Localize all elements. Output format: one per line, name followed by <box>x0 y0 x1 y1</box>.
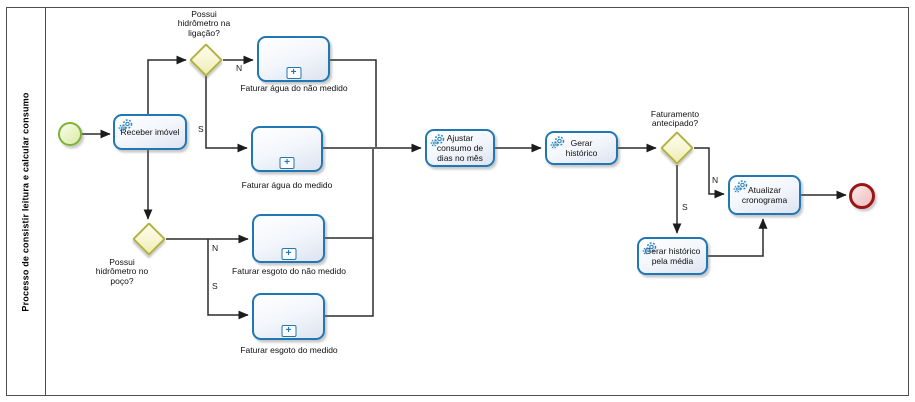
task-ajustar-consumo[interactable]: Ajustar consumo de dias no mês <box>425 129 495 167</box>
task-label: Receber imóvel <box>120 126 180 137</box>
gateway-label: Faturamento antecipado? <box>650 109 700 129</box>
service-gear-icon <box>642 242 657 255</box>
lane-title: Processo de consistir leitura e calcular… <box>21 91 31 312</box>
subprocess-label: Faturar água do medido <box>241 180 333 190</box>
edge-label-poco-n: N <box>212 243 219 253</box>
task-receber-imovel[interactable]: Receber imóvel <box>113 114 187 150</box>
service-gear-icon <box>550 136 565 149</box>
start-event[interactable] <box>58 122 82 146</box>
subprocess-faturar-esgoto-medido[interactable]: + <box>252 293 325 340</box>
gateway-label: Possui hidrômetro no poço? <box>95 257 149 286</box>
task-label: Ajustar consumo de dias no mês <box>436 132 484 164</box>
task-label: Gerar histórico <box>565 137 598 158</box>
subprocess-plus-icon[interactable]: + <box>279 157 295 169</box>
service-gear-icon <box>733 180 748 193</box>
task-label: Gerar histórico pela média <box>644 245 701 266</box>
subprocess-label: Faturar esgoto do medido <box>240 345 338 355</box>
lane-header: Processo de consistir leitura e calcular… <box>7 8 46 395</box>
subprocess-plus-icon[interactable]: + <box>281 325 296 337</box>
subprocess-faturar-agua-nao-medido[interactable]: + <box>257 36 330 82</box>
gateway-label: Possui hidrômetro na ligação? <box>177 9 231 38</box>
service-gear-icon <box>430 134 445 147</box>
end-event[interactable] <box>849 183 875 209</box>
task-label: Atualizar cronograma <box>741 184 788 205</box>
subprocess-label: Faturar água do não medido <box>240 83 348 93</box>
edge-label-antecipado-n: N <box>712 175 719 185</box>
task-gerar-historico-media[interactable]: Gerar histórico pela média <box>637 237 708 275</box>
edge-label-ligacao-n: N <box>236 63 243 73</box>
edge-label-antecipado-s: S <box>682 202 688 212</box>
subprocess-plus-icon[interactable]: + <box>286 67 301 79</box>
subprocess-plus-icon[interactable]: + <box>281 248 296 260</box>
subprocess-label: Faturar esgoto do não medido <box>232 266 346 276</box>
subprocess-faturar-esgoto-nao-medido[interactable]: + <box>252 214 325 263</box>
edge-label-ligacao-s: S <box>198 124 204 134</box>
subprocess-faturar-agua-medido[interactable]: + <box>251 126 323 172</box>
task-atualizar-cronograma[interactable]: Atualizar cronograma <box>728 175 801 215</box>
edge-label-poco-s: S <box>212 281 218 291</box>
task-gerar-historico[interactable]: Gerar histórico <box>545 131 618 165</box>
service-gear-icon <box>118 119 133 132</box>
